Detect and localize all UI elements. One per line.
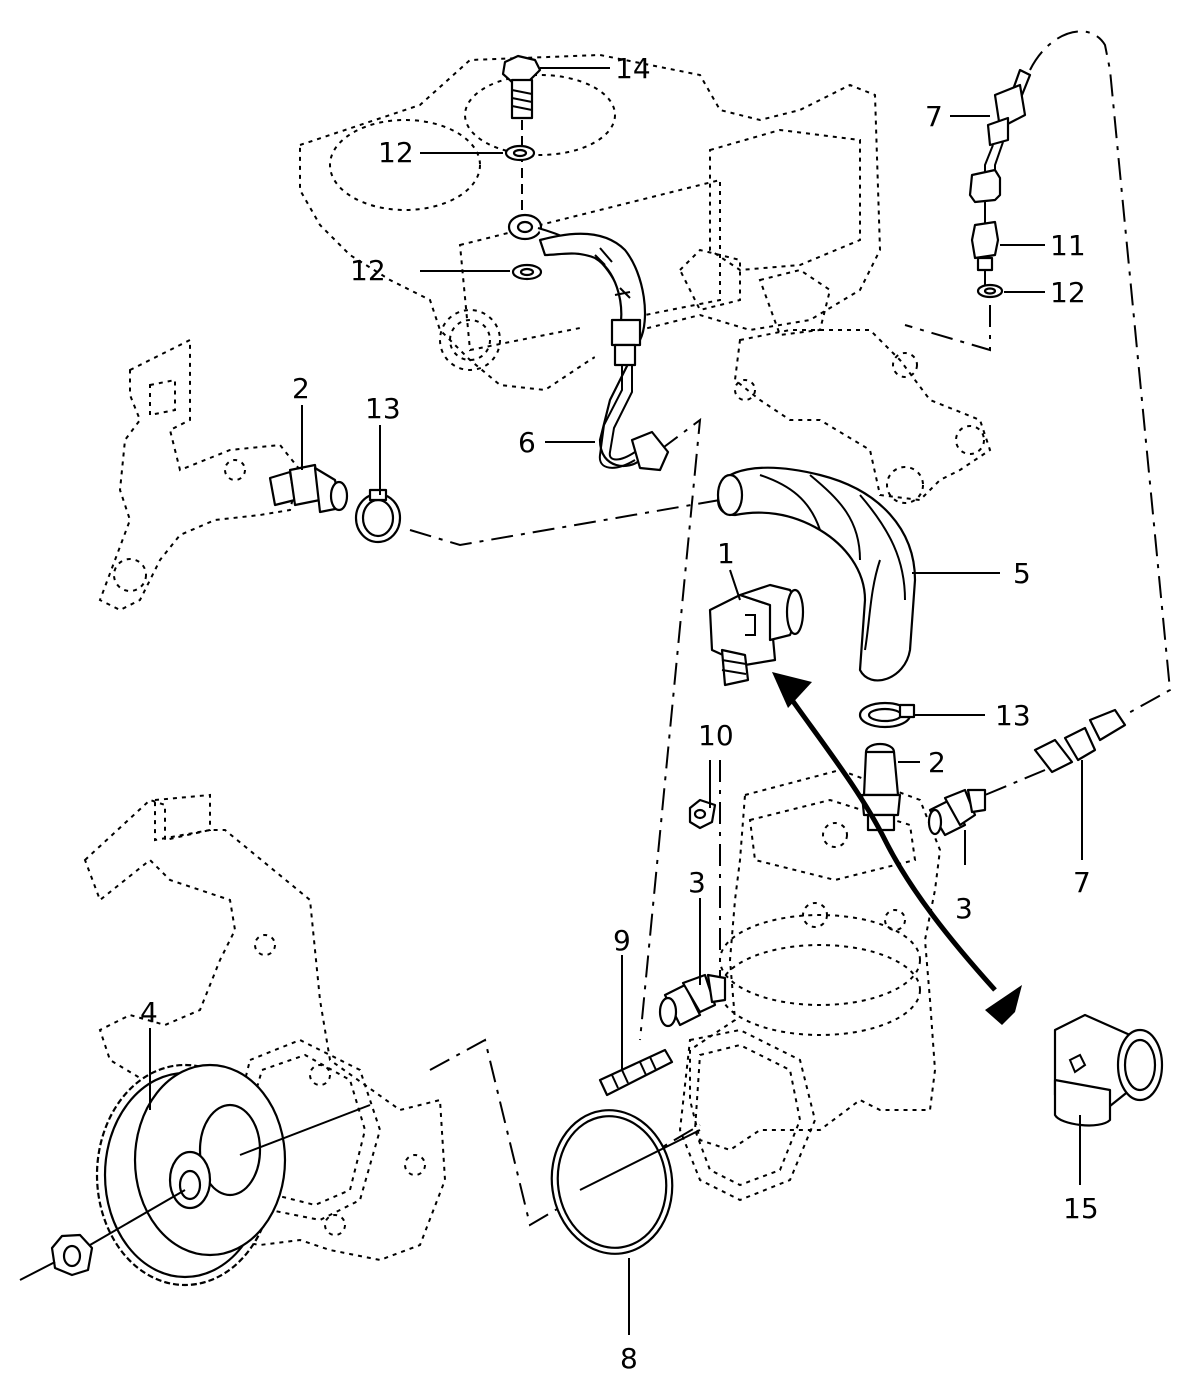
callout-7: 7 xyxy=(1073,866,1091,899)
threaded-stud xyxy=(598,1048,674,1097)
adapter-fitting-right xyxy=(860,742,902,832)
direction-arrow xyxy=(772,672,1022,1025)
callout-9: 9 xyxy=(613,924,631,957)
hex-nut-small xyxy=(688,798,717,830)
callout-7: 7 xyxy=(925,100,943,133)
callout-6: 6 xyxy=(518,426,536,459)
axis-lines xyxy=(19,1104,701,1281)
oil-line xyxy=(507,213,670,472)
banjo-bolt xyxy=(501,54,542,220)
union-fitting-right xyxy=(927,788,987,837)
elbow-fitting xyxy=(708,583,805,687)
callout-5: 5 xyxy=(1013,557,1031,590)
callout-12: 12 xyxy=(378,136,414,169)
callout-3: 3 xyxy=(955,892,973,925)
pipe-fitting-upper xyxy=(968,68,1032,285)
engine-block-outline xyxy=(299,53,992,504)
callout-13: 13 xyxy=(995,699,1031,732)
callout-3: 3 xyxy=(688,866,706,899)
callout-15: 15 xyxy=(1063,1192,1099,1225)
callout-13: 13 xyxy=(365,392,401,425)
union-fitting-left xyxy=(658,973,727,1028)
hex-nut-large xyxy=(50,1233,94,1277)
sealing-washers xyxy=(504,144,1004,299)
rubber-hose xyxy=(716,466,917,682)
hose-clamp-right xyxy=(858,701,916,729)
callout-2: 2 xyxy=(928,746,946,779)
o-ring xyxy=(550,1109,674,1255)
callout-12: 12 xyxy=(350,254,386,287)
hose-clamp-left xyxy=(354,488,402,544)
callout-10: 10 xyxy=(698,719,734,752)
drive-gear xyxy=(95,1063,287,1287)
callout-14: 14 xyxy=(615,52,651,85)
callout-12: 12 xyxy=(1050,276,1086,309)
callout-1: 1 xyxy=(717,537,735,570)
compressor-outline xyxy=(678,768,942,1202)
adapter-fitting-left xyxy=(268,463,349,514)
callout-11: 11 xyxy=(1050,229,1086,262)
elbow-fitting-detail xyxy=(1053,1013,1164,1127)
callout-2: 2 xyxy=(292,372,310,405)
callout-labels: 14 12 12 7 11 12 2 13 6 1 5 13 10 2 3 3 … xyxy=(140,52,1099,1375)
callout-4: 4 xyxy=(140,996,158,1029)
left-bracket-outline xyxy=(98,338,302,612)
pipe-fitting-lower xyxy=(1033,708,1127,774)
leader-lines xyxy=(149,67,1083,1335)
callout-8: 8 xyxy=(620,1342,638,1375)
